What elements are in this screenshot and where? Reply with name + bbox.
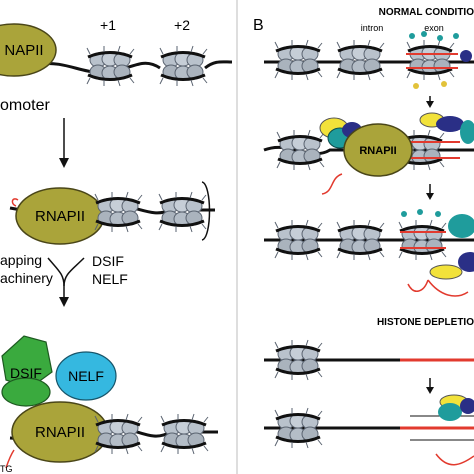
- factor-blob: [448, 214, 474, 238]
- rnapii-label-top: NAPII: [4, 42, 43, 59]
- dsif-blob: [1, 377, 51, 407]
- arrow-head: [426, 193, 434, 200]
- dna-strand: [204, 60, 233, 70]
- exon-red-strand: [400, 231, 446, 249]
- dsif-bubble-label: DSIF: [10, 365, 42, 381]
- rna-tail: [435, 453, 474, 466]
- nucleosome-icon: [273, 406, 324, 450]
- mark-dot: [401, 211, 407, 217]
- panel-b: B NORMAL CONDITIO intron exon RNAPII: [253, 7, 474, 466]
- rnapii-label-bottom: RNAPII: [35, 424, 85, 441]
- nucleosome-icon: [397, 218, 448, 262]
- nelf-bubble-label: NELF: [68, 368, 104, 384]
- panel-letter: B: [253, 17, 264, 34]
- bracket: [201, 181, 211, 241]
- normal-conditions-title: NORMAL CONDITIO: [379, 7, 474, 18]
- rna-tail: [407, 279, 469, 297]
- histone-depletion-title: HISTONE DEPLETIO: [377, 317, 474, 328]
- panel-a: NAPII +1 +2 omoter RNAPII apping achiner…: [0, 17, 233, 474]
- exon-label: exon: [424, 23, 444, 33]
- mark-dot: [441, 81, 447, 87]
- rna-tail: [11, 198, 19, 207]
- nelf-blob: [55, 351, 117, 401]
- nucleosome-icon: [273, 38, 324, 82]
- mark-dot: [453, 33, 459, 39]
- position-label: +2: [174, 17, 190, 33]
- mark-dot: [413, 83, 419, 89]
- nelf-side-label: NELF: [92, 271, 128, 287]
- mark-dot: [409, 33, 415, 39]
- factor-blob: [436, 116, 464, 132]
- position-label: +1: [100, 17, 116, 33]
- nucleosome-icon: [335, 218, 386, 262]
- mark-dot: [417, 209, 423, 215]
- mark-dot: [437, 35, 443, 41]
- rna-tail: [321, 173, 343, 195]
- promoter-label: omoter: [0, 97, 50, 114]
- exon-red-strand: [406, 53, 458, 69]
- intron-label: intron: [361, 23, 384, 33]
- factor-blob: [460, 398, 474, 414]
- arrow-line: [63, 257, 85, 287]
- nucleosome-icon: [405, 38, 456, 82]
- nucleosome-icon: [157, 190, 208, 234]
- arrow-head: [426, 101, 434, 108]
- nucleosome-icon: [273, 218, 324, 262]
- factor-blob: [460, 120, 474, 144]
- factor-blob: [438, 403, 462, 421]
- dsif-side-label: DSIF: [92, 253, 124, 269]
- rnapii-label: RNAPII: [359, 145, 396, 157]
- protein-blob: [460, 50, 472, 62]
- nucleosome-icon: [275, 128, 326, 172]
- arrow-head: [59, 158, 69, 168]
- factor-blob: [429, 264, 463, 280]
- capping-enzyme-hexagon: [1, 335, 53, 389]
- arrow-head: [426, 387, 434, 394]
- nucleosome-icon: [335, 38, 386, 82]
- capping-label-1: apping: [0, 252, 42, 268]
- nucleosome-icon: [159, 412, 210, 456]
- factor-blob: [458, 252, 474, 272]
- capping-label-2: achinery: [0, 270, 53, 286]
- rnapii-blob: [343, 123, 413, 177]
- arrow-head: [59, 297, 69, 307]
- tg-label: TG: [0, 464, 13, 474]
- rnapii-blob: [0, 23, 57, 77]
- nucleosome-icon: [85, 44, 136, 88]
- rna-tail: [5, 449, 15, 469]
- rnapii-label-mid: RNAPII: [35, 208, 85, 225]
- mark-dot: [421, 31, 427, 37]
- mark-dot: [435, 211, 441, 217]
- nucleosome-icon: [273, 338, 324, 382]
- nucleosome-icon: [158, 44, 209, 88]
